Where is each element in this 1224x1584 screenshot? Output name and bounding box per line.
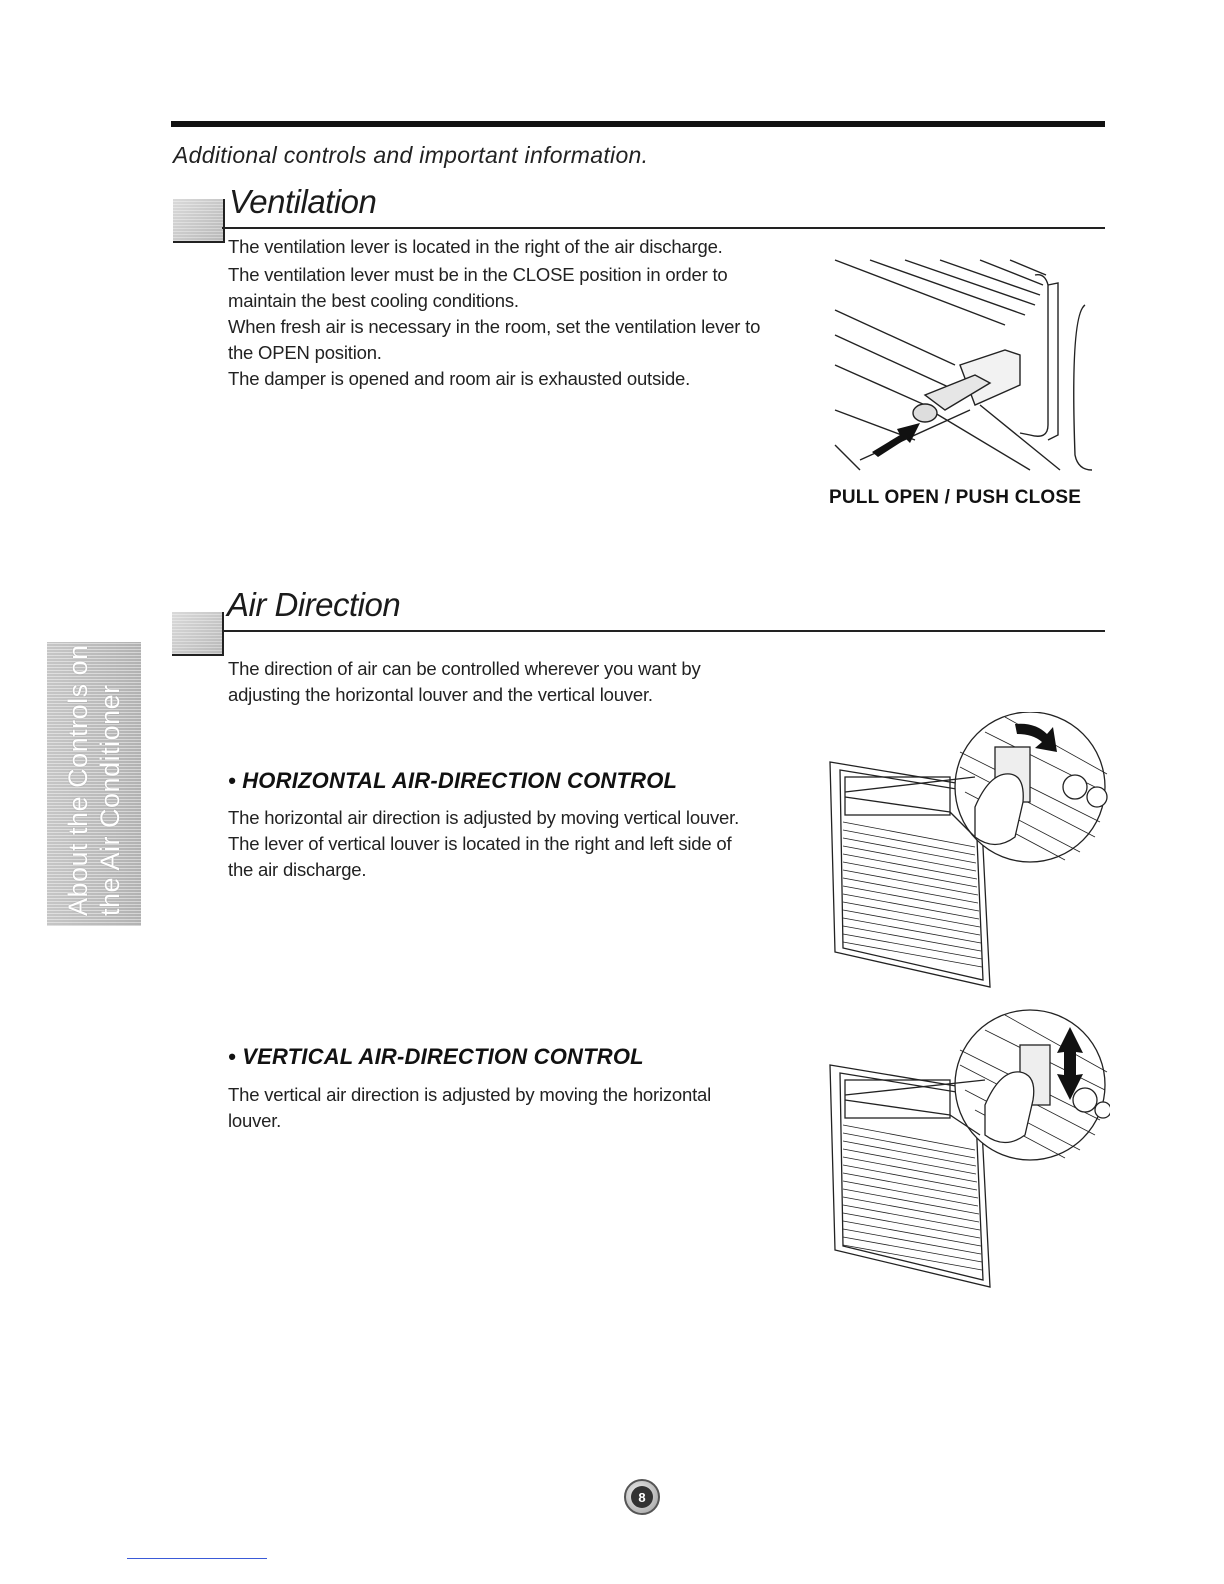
text-line: The vertical air direction is adjusted b… <box>228 1084 712 1105</box>
vertical-control-heading: • VERTICAL AIR-DIRECTION CONTROL <box>228 1044 644 1069</box>
horizontal-louver-illustration <box>829 712 1108 988</box>
side-tab <box>47 642 141 926</box>
side-tab-label: About the Controls on the Air Conditione… <box>47 642 141 926</box>
text-line: maintain the best cooling conditions. <box>228 290 519 311</box>
text-line: adjusting the horizontal louver and the … <box>228 684 653 705</box>
air-direction-text: The direction of air can be controlled w… <box>228 656 818 708</box>
text-line: The ventilation lever must be in the CLO… <box>228 264 728 285</box>
text-line: The direction of air can be controlled w… <box>228 658 701 679</box>
ventilation-caption: PULL OPEN / PUSH CLOSE <box>829 487 1082 508</box>
section-marker <box>172 612 224 656</box>
side-tab-line: About the Controls on <box>63 644 93 916</box>
vertical-control-text: The vertical air direction is adjusted b… <box>228 1082 818 1134</box>
text-line: The damper is opened and room air is exh… <box>228 368 691 389</box>
text-line: The ventilation lever is located in the … <box>228 236 723 257</box>
page-number-badge: 8 <box>624 1479 660 1515</box>
ventilation-lever-illustration <box>834 259 1093 471</box>
section-rule <box>222 227 1105 229</box>
ventilation-text: The ventilation lever is located in the … <box>228 234 818 392</box>
section-title-air-direction: Air Direction <box>227 586 401 623</box>
text-line: The lever of vertical louver is located … <box>228 833 732 854</box>
text-line: the OPEN position. <box>228 342 382 363</box>
text-line: the air discharge. <box>228 859 367 880</box>
text-line: The horizontal air direction is adjusted… <box>228 807 740 828</box>
horizontal-control-text: The horizontal air direction is adjusted… <box>228 805 818 883</box>
text-line: louver. <box>228 1110 282 1131</box>
footer-line <box>127 1558 267 1559</box>
top-rule <box>171 121 1105 127</box>
side-tab-line: the Air Conditioner <box>95 684 125 916</box>
intro-text: Additional controls and important inform… <box>173 142 649 168</box>
section-title-ventilation: Ventilation <box>229 183 377 220</box>
vertical-louver-illustration <box>829 1009 1110 1288</box>
section-marker <box>173 199 225 243</box>
section-rule <box>222 630 1105 632</box>
horizontal-control-heading: • HORIZONTAL AIR-DIRECTION CONTROL <box>228 768 678 793</box>
text-line: When fresh air is necessary in the room,… <box>228 316 761 337</box>
page-number: 8 <box>631 1486 653 1508</box>
